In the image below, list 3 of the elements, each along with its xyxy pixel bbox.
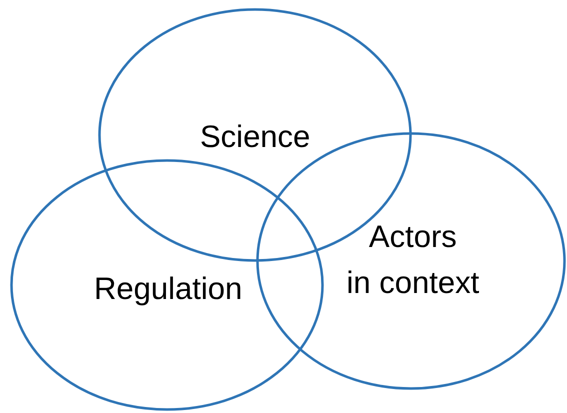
circle-label: Science	[200, 118, 310, 156]
circle-label: Actors in context	[346, 218, 480, 302]
circle-label: Regulation	[94, 270, 242, 308]
